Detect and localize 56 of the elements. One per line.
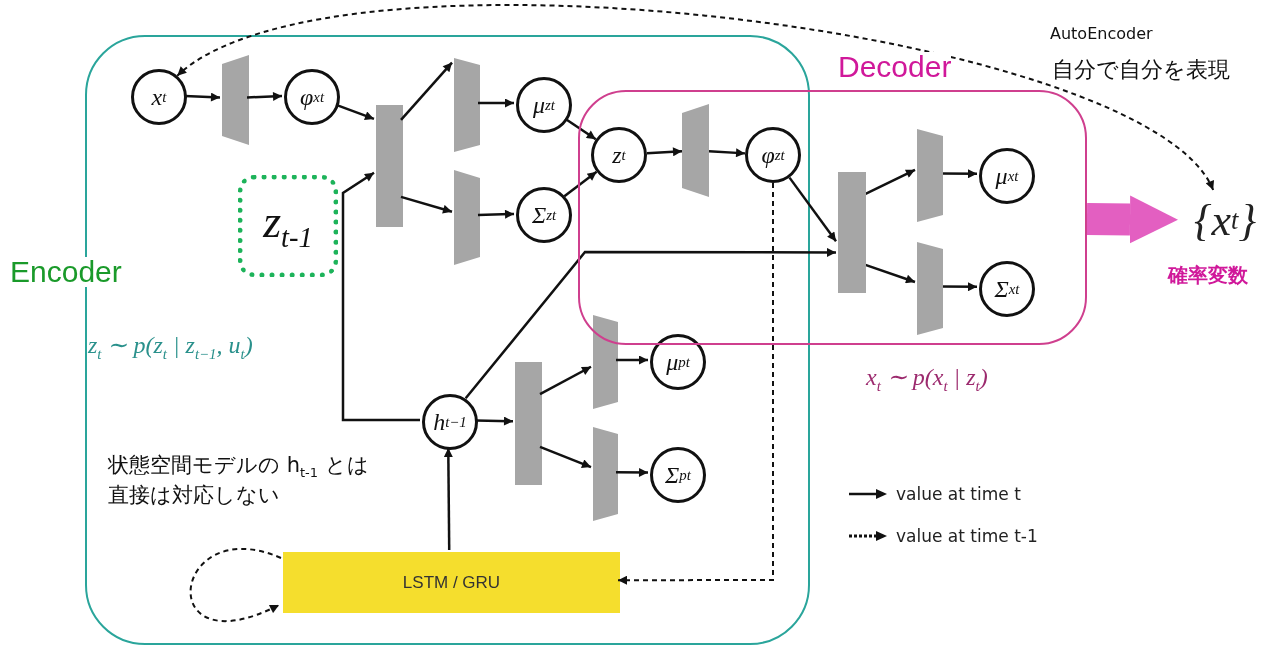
variable-circle	[650, 334, 706, 390]
variable-circle	[745, 127, 801, 183]
variable-circle	[131, 69, 187, 125]
layer-trapezoid	[917, 242, 943, 335]
layer-trapezoid	[454, 58, 480, 152]
note-text: 状態空間モデルの h$_{t-1}$ とは直接は対応しない	[108, 452, 370, 510]
variable-circle	[284, 69, 340, 125]
region-title: Encoder	[10, 257, 122, 287]
layer-trapezoid	[454, 170, 480, 265]
layer-trapezoid	[593, 315, 618, 409]
layer-trapezoid	[593, 427, 618, 521]
arrow	[616, 468, 648, 477]
math-label: z$_{t-1}$	[263, 199, 313, 253]
variable-circle	[979, 261, 1035, 317]
variable-circle	[516, 187, 572, 243]
formula-text: z$_{t}$ ∼ p(z$_{t}$ | z$_{t−1}$, u$_{t}$)	[88, 331, 253, 364]
layer-bar	[515, 362, 542, 485]
layer-trapezoid	[222, 55, 249, 145]
recurrent-box	[283, 552, 620, 613]
variable-circle	[979, 148, 1035, 204]
arrow	[708, 148, 746, 158]
layer-trapezoid	[917, 129, 943, 222]
arrow	[539, 365, 592, 396]
dotted-box	[238, 175, 338, 277]
layer-bar	[376, 105, 403, 227]
legend-text: value at time t	[896, 484, 1021, 504]
variable-circle	[591, 127, 647, 183]
arrow	[617, 182, 774, 585]
arrow	[616, 355, 648, 365]
box-label: LSTM / GRU	[402, 572, 501, 593]
arrow	[176, 4, 1215, 191]
arrow	[189, 548, 282, 623]
arrow	[788, 176, 837, 243]
arrow	[341, 171, 420, 422]
node-caption: 確率変数	[1168, 262, 1248, 289]
arrow	[443, 448, 453, 550]
arrow	[246, 91, 283, 101]
note-text: AutoEncoder	[1050, 24, 1153, 44]
arrow	[478, 98, 514, 108]
arrow	[400, 61, 453, 121]
layer-trapezoid	[682, 104, 709, 197]
arrow	[563, 170, 598, 198]
note-text: 自分で自分を表現	[1052, 56, 1230, 84]
arrow	[464, 247, 836, 400]
variable-circle	[650, 447, 706, 503]
layer-bar	[838, 172, 866, 293]
arrow	[646, 147, 683, 157]
arrow	[400, 195, 453, 214]
block-arrow	[1086, 195, 1178, 244]
arrow	[564, 117, 597, 141]
variable-circle	[422, 394, 478, 450]
legend-text: value at time t-1	[896, 526, 1038, 546]
arrow	[539, 445, 592, 469]
variable-circle	[516, 77, 572, 133]
arrow	[477, 209, 515, 219]
formula-text: x$_{t}$ ∼ p(x$_{t}$ | z$_{t}$)	[866, 363, 988, 396]
